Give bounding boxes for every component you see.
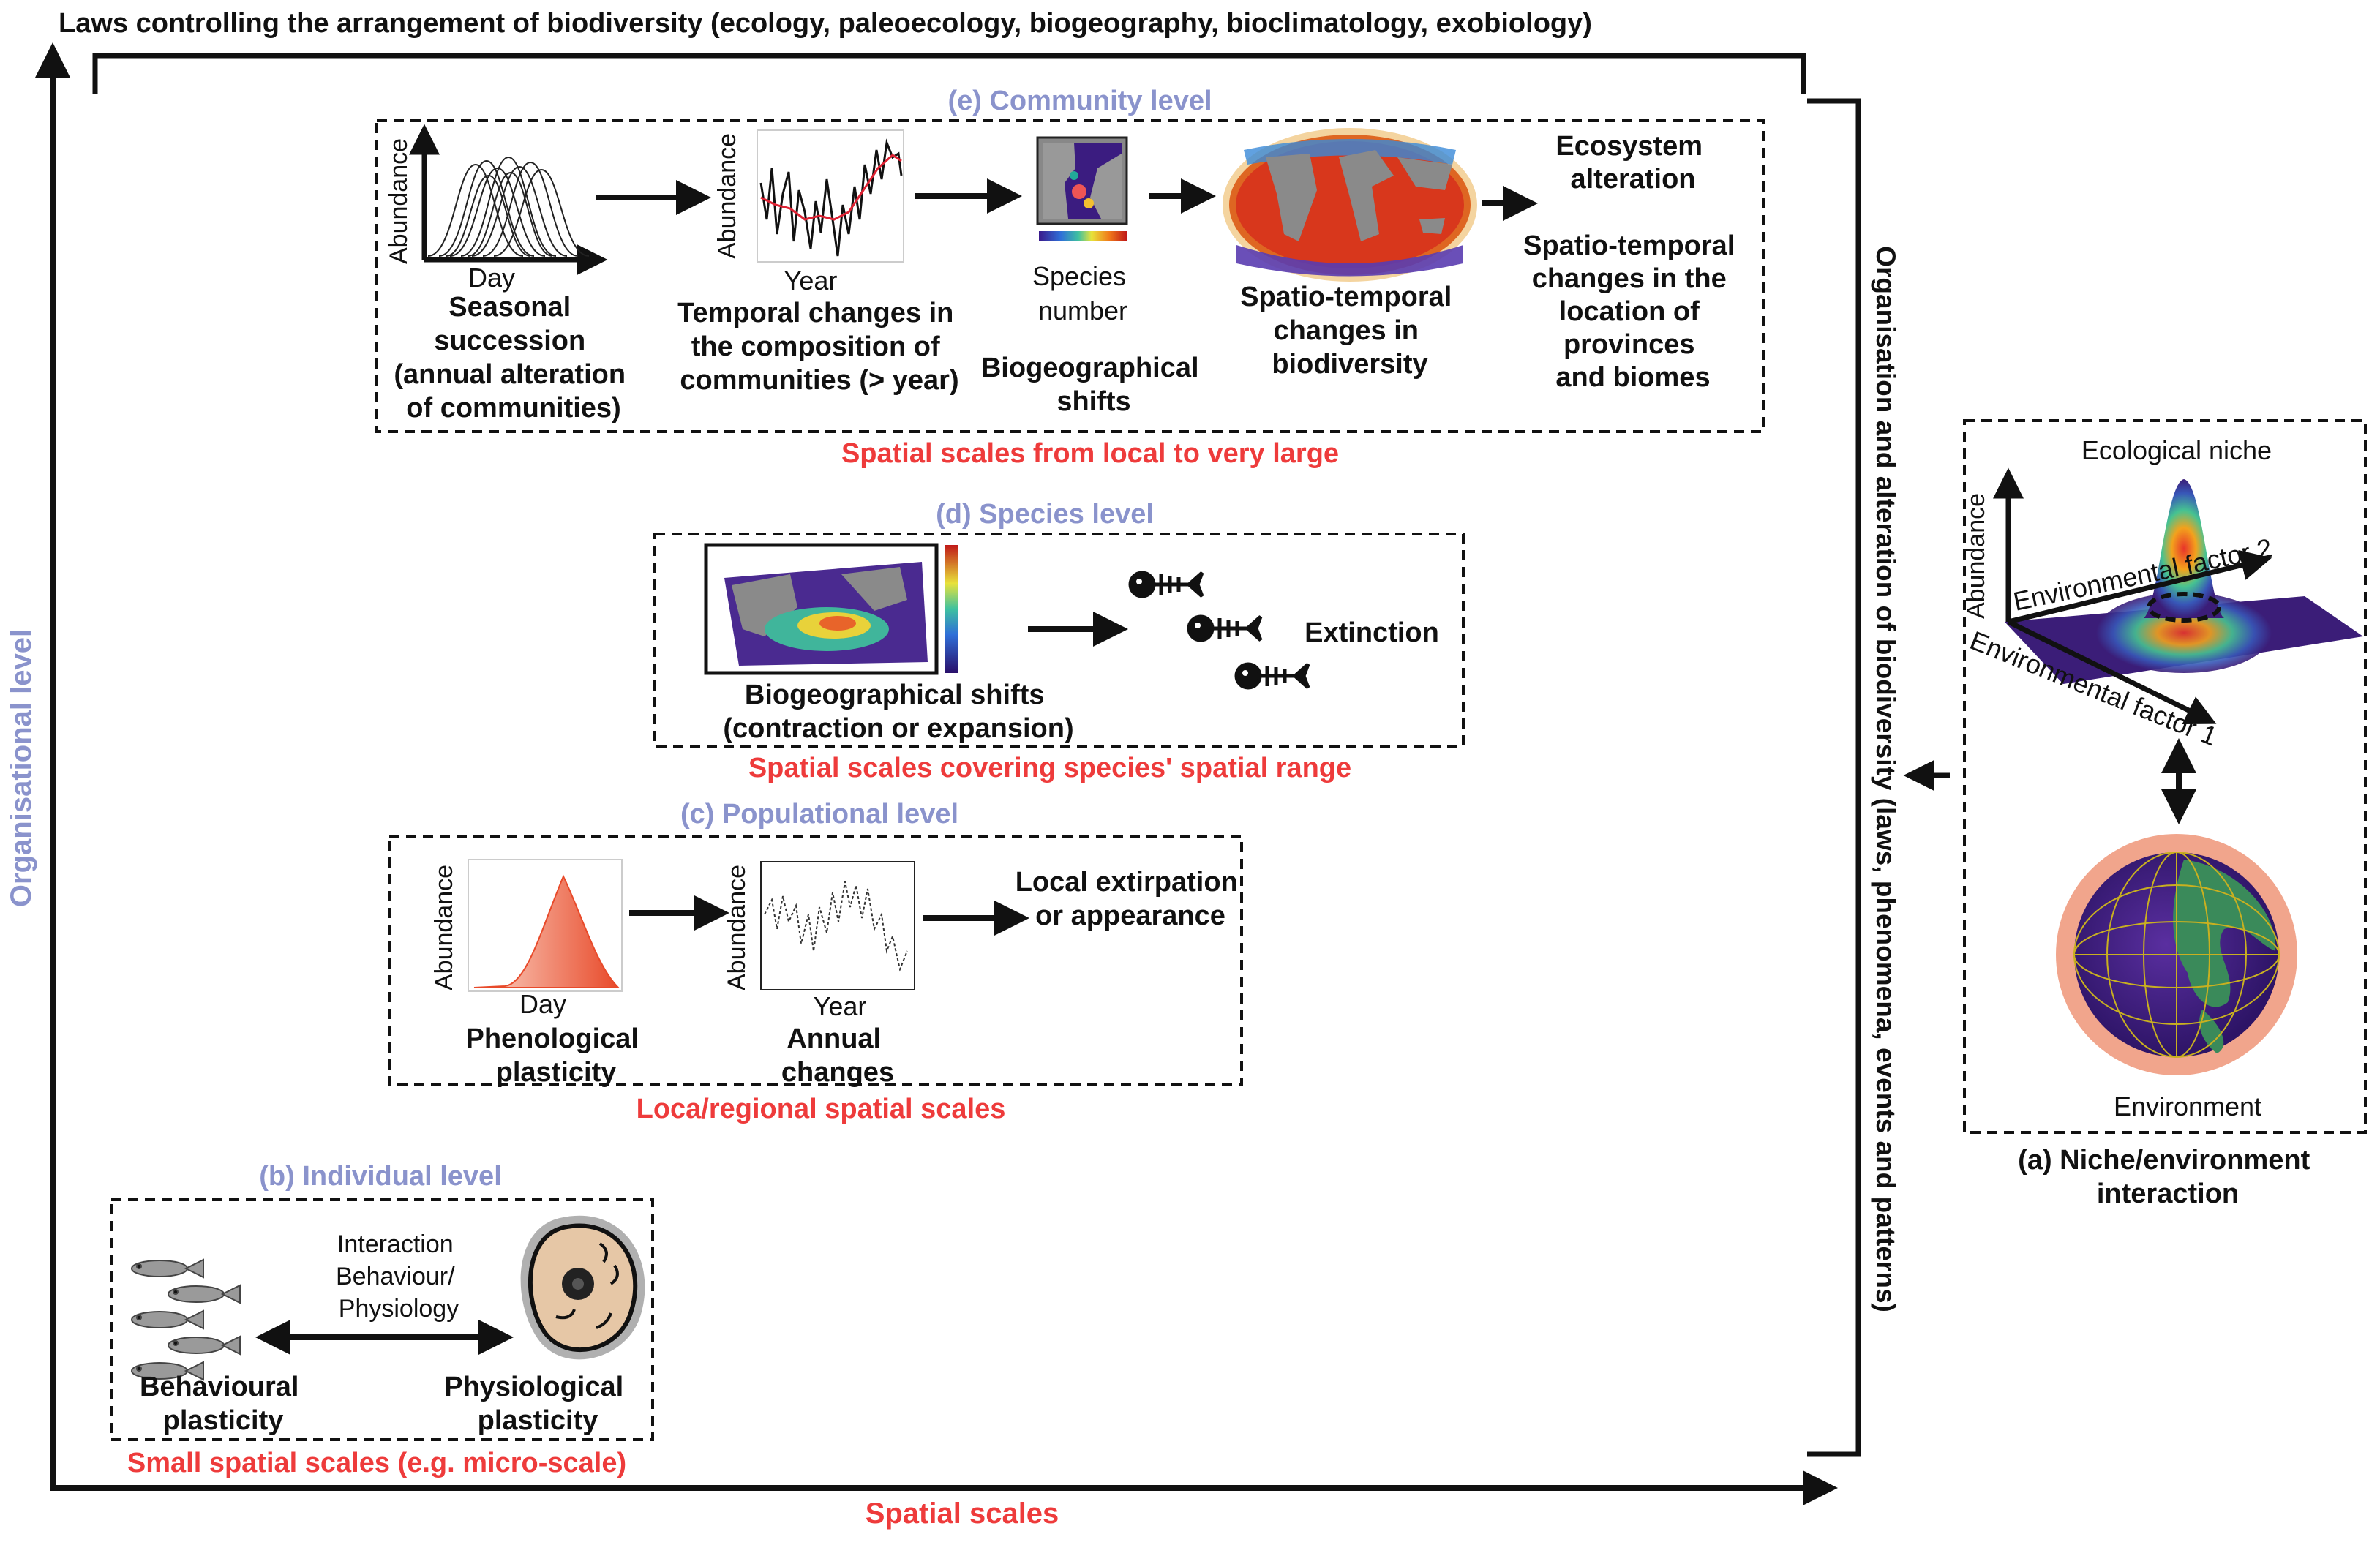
top-bracket (92, 53, 1806, 94)
annual-changes-plot: Abundance Year (723, 861, 915, 1021)
community-scale: Spatial scales from local to very large (841, 438, 1339, 469)
population-scale: Loca/regional spatial scales (637, 1094, 1006, 1124)
seasonal-plot: Abundance Day (385, 124, 608, 293)
phenology-ylabel: Abundance (430, 865, 458, 990)
individual-scale: Small spatial scales (e.g. micro-scale) (127, 1448, 626, 1478)
community-panel: (e) Community level Abundance Day Season… (375, 86, 1765, 469)
species-number-map: Species number (1032, 136, 1133, 326)
niche-box (1963, 419, 2367, 1134)
seasonal-ylabel: Abundance (385, 138, 413, 264)
individual-panel: (b) Individual level Interaction Behavio… (110, 1161, 654, 1478)
temporal-plot: Abundance Year (713, 129, 904, 296)
spatio-temporal-caption: Spatio-temporal changes in biodiversity (1240, 282, 1460, 380)
species-title: (d) Species level (936, 499, 1154, 530)
temporal-caption: Temporal changes in the composition of c… (677, 298, 961, 396)
biogeo-shifts-caption: Biogeographical shifts (981, 353, 1206, 417)
niche-factor2-axis (2008, 550, 2272, 625)
right-axis-label: Organisation and alteration of biodivers… (1871, 246, 1901, 1312)
fish-skeleton-icon (1128, 571, 1204, 598)
species-panel: (d) Species level Biogeographical shifts… (653, 499, 1465, 783)
phenology-xlabel: Day (519, 989, 566, 1019)
ecosystem-alteration: Ecosystem alteration (1555, 131, 1710, 195)
provinces-biomes-text: Spatio-temporal changes in the location … (1523, 230, 1743, 393)
temporal-xlabel: Year (784, 266, 838, 296)
species-scale: Spatial scales covering species' spatial… (748, 753, 1351, 783)
niche-title: Ecological niche (2081, 435, 2272, 465)
physiological-caption: Physiological plasticity (444, 1372, 631, 1436)
right-bracket (1807, 98, 1861, 1457)
annual-ylabel: Abundance (723, 865, 751, 990)
population-title: (c) Populational level (680, 799, 958, 830)
world-biodiversity-map (1223, 128, 1477, 282)
species-number-label: Species number (1032, 261, 1133, 326)
fish-skeleton-icon (1187, 614, 1263, 642)
niche-panel: Ecological niche Abundance Environmental… (1962, 419, 2367, 1209)
globe-icon (2056, 834, 2297, 1075)
population-panel: (c) Populational level Abundance Day Phe… (388, 799, 1246, 1124)
seasonal-xlabel: Day (468, 263, 515, 293)
niche-ylabel: Abundance (1962, 493, 1990, 619)
niche-caption: (a) Niche/environment interaction (2018, 1145, 2318, 1209)
x-axis-label: Spatial scales (866, 1497, 1059, 1530)
y-axis-label: Organisational level (5, 629, 37, 907)
niche-factor1-axis (2007, 619, 2217, 724)
species-box (653, 533, 1465, 748)
individual-box (110, 1198, 654, 1441)
phenology-plot: Abundance Day (430, 859, 623, 1019)
temporal-ylabel: Abundance (713, 133, 741, 259)
community-box (375, 119, 1765, 433)
top-title: Laws controlling the arrangement of biod… (59, 8, 1592, 39)
extinction-label: Extinction (1305, 617, 1439, 648)
population-box (388, 835, 1243, 1086)
behavioural-caption: Behavioural plasticity (140, 1372, 307, 1436)
species-range-map (704, 543, 958, 675)
environment-label: Environment (2114, 1091, 2261, 1121)
individual-title: (b) Individual level (259, 1161, 502, 1192)
cell-icon (520, 1215, 645, 1360)
species-shift-caption: Biogeographical shifts (contraction or e… (723, 680, 1073, 744)
fish-school-icon (131, 1258, 241, 1381)
seasonal-caption: Seasonal succession (annual alteration o… (394, 292, 633, 424)
annual-xlabel: Year (814, 991, 867, 1021)
fish-skeleton-icon (1234, 662, 1310, 690)
annual-caption: Annual changes (781, 1023, 894, 1088)
community-title: (e) Community level (947, 86, 1212, 116)
interaction-label: Interaction Behaviour/ Physiology (336, 1230, 462, 1323)
phenology-caption: Phenological plasticity (465, 1023, 646, 1088)
extirpation-text: Local extirpation or appearance (1016, 867, 1246, 931)
